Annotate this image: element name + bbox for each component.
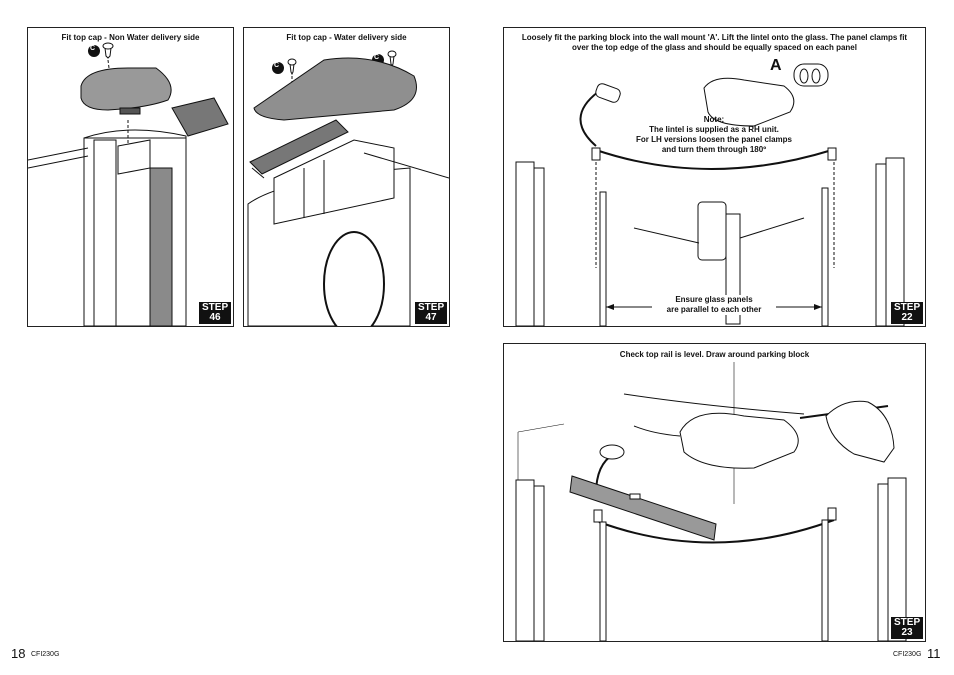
wall-mount-a <box>793 63 829 87</box>
top-cap <box>253 57 417 121</box>
step-46-caption: Fit top cap - Non Water delivery side <box>61 33 200 42</box>
step-23-illustration <box>515 362 907 641</box>
step-22-panel: Loosely fit the parking block into the w… <box>503 27 926 327</box>
top-cap <box>80 67 172 111</box>
parking-block <box>679 412 799 469</box>
step-23-panel: Check top rail is level. Draw around par… <box>503 343 926 642</box>
screw-icon <box>287 58 297 76</box>
c-marker-icon <box>272 62 284 74</box>
c-marker-icon <box>88 45 100 57</box>
parallel-note: Ensure glass panels are parallel to each… <box>652 295 776 315</box>
step-23-caption: Check top rail is level. Draw around par… <box>619 350 810 359</box>
left-doc-code: CFI230G <box>31 651 60 658</box>
step-47-illustration <box>247 50 449 326</box>
hand <box>825 400 895 463</box>
screw-icon <box>387 50 397 68</box>
c-marker-label: C <box>374 54 380 61</box>
c-marker-label: C <box>274 62 280 69</box>
step-46-panel: Fit top cap - Non Water delivery side ST… <box>27 27 234 327</box>
step-46-illustration <box>28 42 229 326</box>
parking-block <box>703 77 795 127</box>
spirit-level <box>569 475 717 541</box>
lintel-note: Note: The lintel is supplied as a RH uni… <box>635 115 793 154</box>
step-47-caption: Fit top cap - Water delivery side <box>286 33 407 42</box>
insert-plate <box>171 97 229 137</box>
insert-plate <box>249 119 349 175</box>
c-marker-label: C <box>90 45 96 52</box>
step-22-illustration <box>515 63 905 326</box>
screw-icon <box>102 42 114 59</box>
step-22-caption: Loosely fit the parking block into the w… <box>521 33 908 52</box>
label-a: A <box>770 57 782 74</box>
right-page-number: 11 <box>927 646 941 661</box>
left-page-number: 18 <box>11 646 26 661</box>
right-doc-code: CFI230G <box>893 651 922 658</box>
